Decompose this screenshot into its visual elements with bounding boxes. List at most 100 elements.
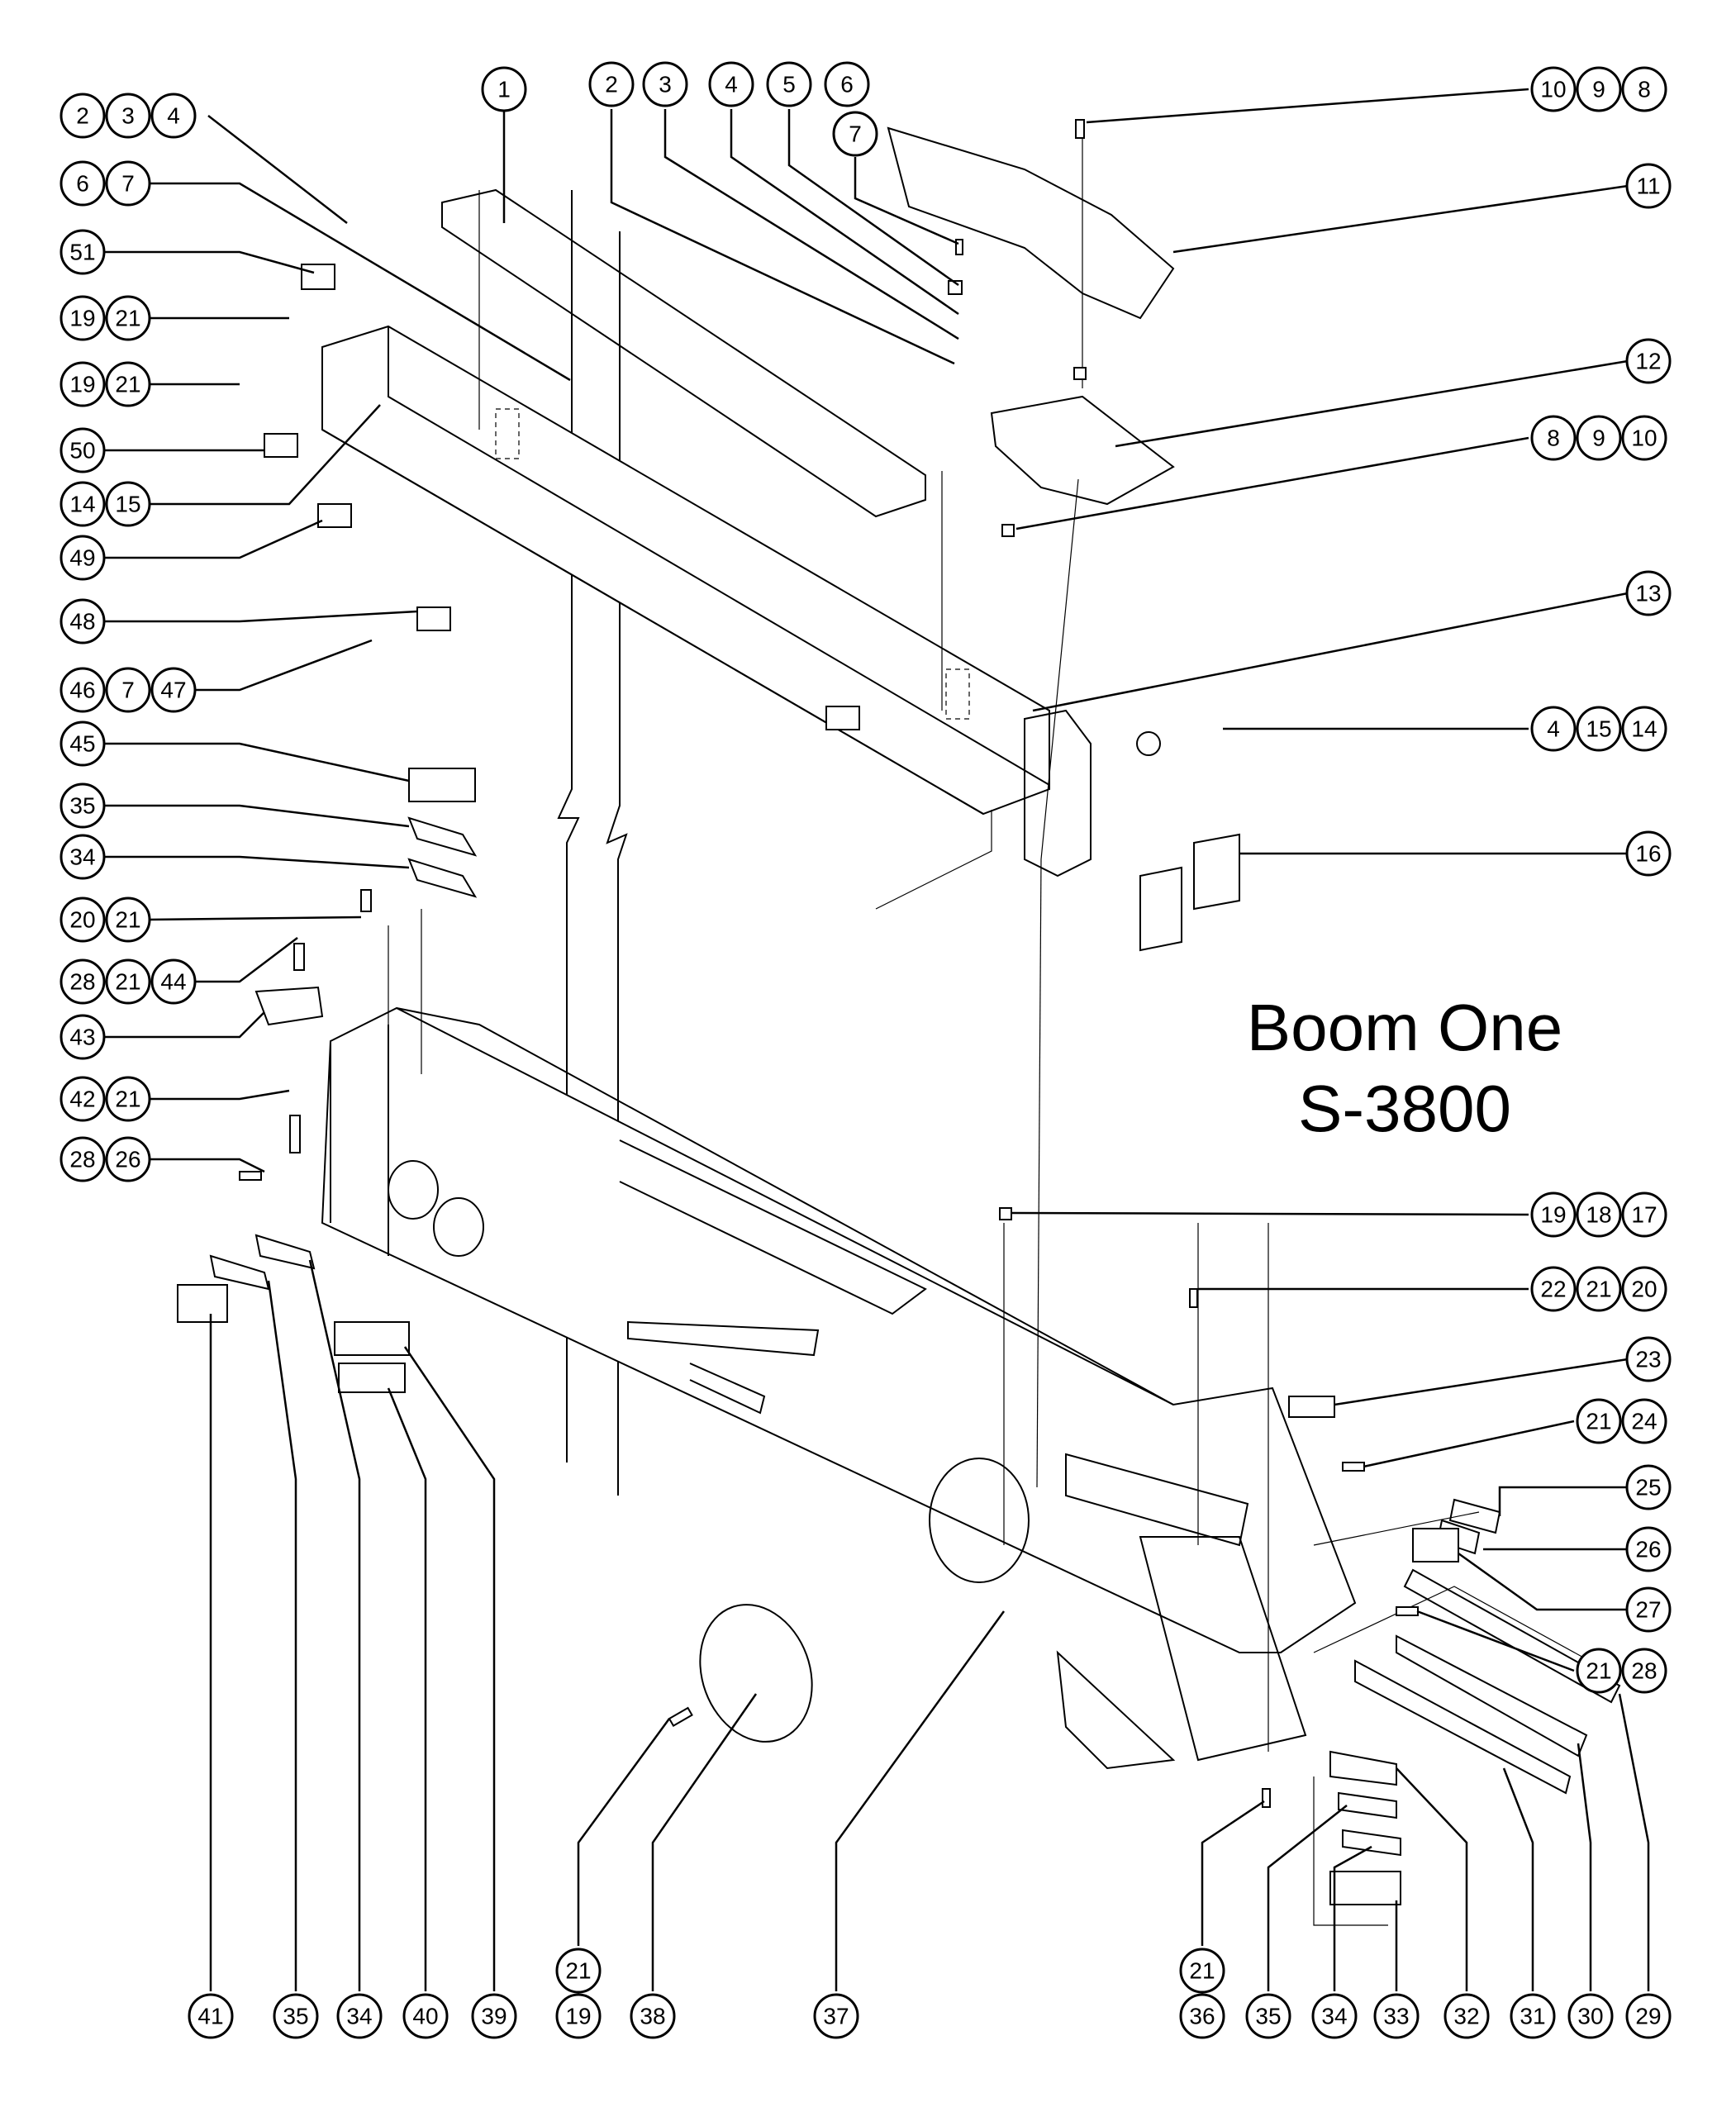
assembly-line-8 xyxy=(1313,1776,1388,1926)
leader-bottom-32 xyxy=(1396,1767,1468,1991)
callout-g-bottom-41: 41 xyxy=(188,1993,234,2039)
nut-top xyxy=(1073,367,1087,380)
bracket-43 xyxy=(254,986,324,1026)
callout-g-27: 27 xyxy=(1625,1586,1672,1633)
leader-2124 xyxy=(1363,1420,1575,1468)
callout-label: 5 xyxy=(782,72,796,98)
leader-bottom-35a xyxy=(267,1280,297,1991)
leader-25 xyxy=(1498,1486,1628,1516)
pad-32 xyxy=(1329,1750,1397,1786)
callout-g-7-top: 7 xyxy=(832,111,878,157)
callout-g-4-top: 4 xyxy=(708,61,754,107)
callout-circle xyxy=(59,897,106,943)
callout-label: 21 xyxy=(1586,1409,1611,1434)
leader-51 xyxy=(102,250,315,274)
callout-label: 41 xyxy=(197,2004,223,2029)
callout-circle xyxy=(150,667,197,713)
leader-7-top xyxy=(854,157,959,245)
assembly-line-2 xyxy=(1036,858,1042,1488)
callout-label: 28 xyxy=(69,969,95,995)
callout-circle xyxy=(832,111,878,157)
leader-5-top xyxy=(787,109,959,287)
nut-8 xyxy=(1001,524,1015,537)
callout-label: 47 xyxy=(160,678,186,703)
callout-circle xyxy=(708,61,754,107)
callout-label: 10 xyxy=(1631,426,1657,451)
callout-circle xyxy=(588,61,635,107)
leader-4221 xyxy=(147,1089,290,1101)
pad-35-right xyxy=(1338,1791,1397,1819)
callout-g-bottom-40: 40 xyxy=(402,1993,449,2039)
callout-label: 27 xyxy=(1635,1597,1661,1623)
callout-circle xyxy=(1576,706,1622,752)
leader-2128 xyxy=(1416,1610,1575,1672)
leader-48 xyxy=(102,610,418,623)
callout-label: 4 xyxy=(725,72,738,98)
callout-g-bottom-30: 30 xyxy=(1567,1993,1614,2039)
callout-g-bottom-31: 31 xyxy=(1510,1993,1556,2039)
leader-bottom-21b xyxy=(1201,1800,1265,1946)
callout-g-25: 25 xyxy=(1625,1464,1672,1510)
bolt-24 xyxy=(1342,1462,1365,1472)
callout-g-49: 49 xyxy=(59,535,106,581)
callout-circle xyxy=(105,160,151,207)
callout-circle xyxy=(1621,1398,1667,1444)
callout-circle xyxy=(1576,415,1622,461)
callout-circle xyxy=(59,598,106,644)
bolt-7 xyxy=(955,239,963,255)
mid-cover xyxy=(990,395,1175,506)
callout-g-45: 45 xyxy=(59,721,106,767)
assembly-line-14 xyxy=(1313,1586,1620,1678)
callout-g-bottom-38: 38 xyxy=(630,1993,676,2039)
callout-g-3-top: 3 xyxy=(642,61,688,107)
callout-circle xyxy=(1530,66,1577,112)
upper-boom-body xyxy=(321,325,1050,816)
callout-label: 13 xyxy=(1635,581,1661,606)
leader-46747 xyxy=(190,639,373,692)
leader-49 xyxy=(102,519,323,559)
lower-boom-top xyxy=(396,1007,1174,1405)
callout-label: 21 xyxy=(115,907,140,933)
callout-circle xyxy=(105,1136,151,1182)
bolt-26 xyxy=(239,1171,262,1181)
callout-g-43: 43 xyxy=(59,1014,106,1060)
leader-bottom-39 xyxy=(403,1346,496,1991)
bolt-44 xyxy=(293,943,305,971)
callout-label: 30 xyxy=(1577,2004,1603,2029)
pad-41 xyxy=(177,1284,228,1323)
pad-35-left xyxy=(209,1254,270,1291)
callout-circle xyxy=(1530,1266,1577,1312)
callout-g-6-top: 6 xyxy=(824,61,870,107)
callout-circle xyxy=(1621,1648,1667,1694)
callout-circle xyxy=(1443,1993,1490,2039)
block-25 xyxy=(1448,1498,1501,1534)
callout-circle xyxy=(1621,66,1667,112)
callout-label: 25 xyxy=(1635,1475,1661,1501)
bolt-10 xyxy=(1075,119,1085,139)
lower-boom-section xyxy=(321,1006,1357,1770)
pad-33 xyxy=(1329,1871,1401,1905)
callout-circle xyxy=(1621,415,1667,461)
leader-27 xyxy=(1458,1552,1628,1611)
upper-boom-end-plate xyxy=(1024,709,1092,878)
callout-label: 19 xyxy=(1540,1202,1566,1228)
callout-label: 46 xyxy=(69,678,95,703)
callout-label: 34 xyxy=(69,844,95,870)
callout-circle xyxy=(105,958,151,1005)
leader-13 xyxy=(1032,592,1629,712)
callout-circle xyxy=(59,1014,106,1060)
leader-23 xyxy=(1334,1358,1629,1406)
callout-g-bottom-37: 37 xyxy=(813,1993,859,2039)
leader-bottom-38 xyxy=(651,1693,758,1991)
callout-circle xyxy=(59,93,106,139)
callout-label: 43 xyxy=(69,1025,95,1050)
leader-191817 xyxy=(1011,1211,1529,1216)
pad-34-upper xyxy=(407,858,478,898)
callout-circle xyxy=(1567,1993,1614,2039)
leader-1098 xyxy=(1086,88,1529,124)
callout-g-48: 48 xyxy=(59,598,106,644)
top-cover xyxy=(887,126,1175,320)
